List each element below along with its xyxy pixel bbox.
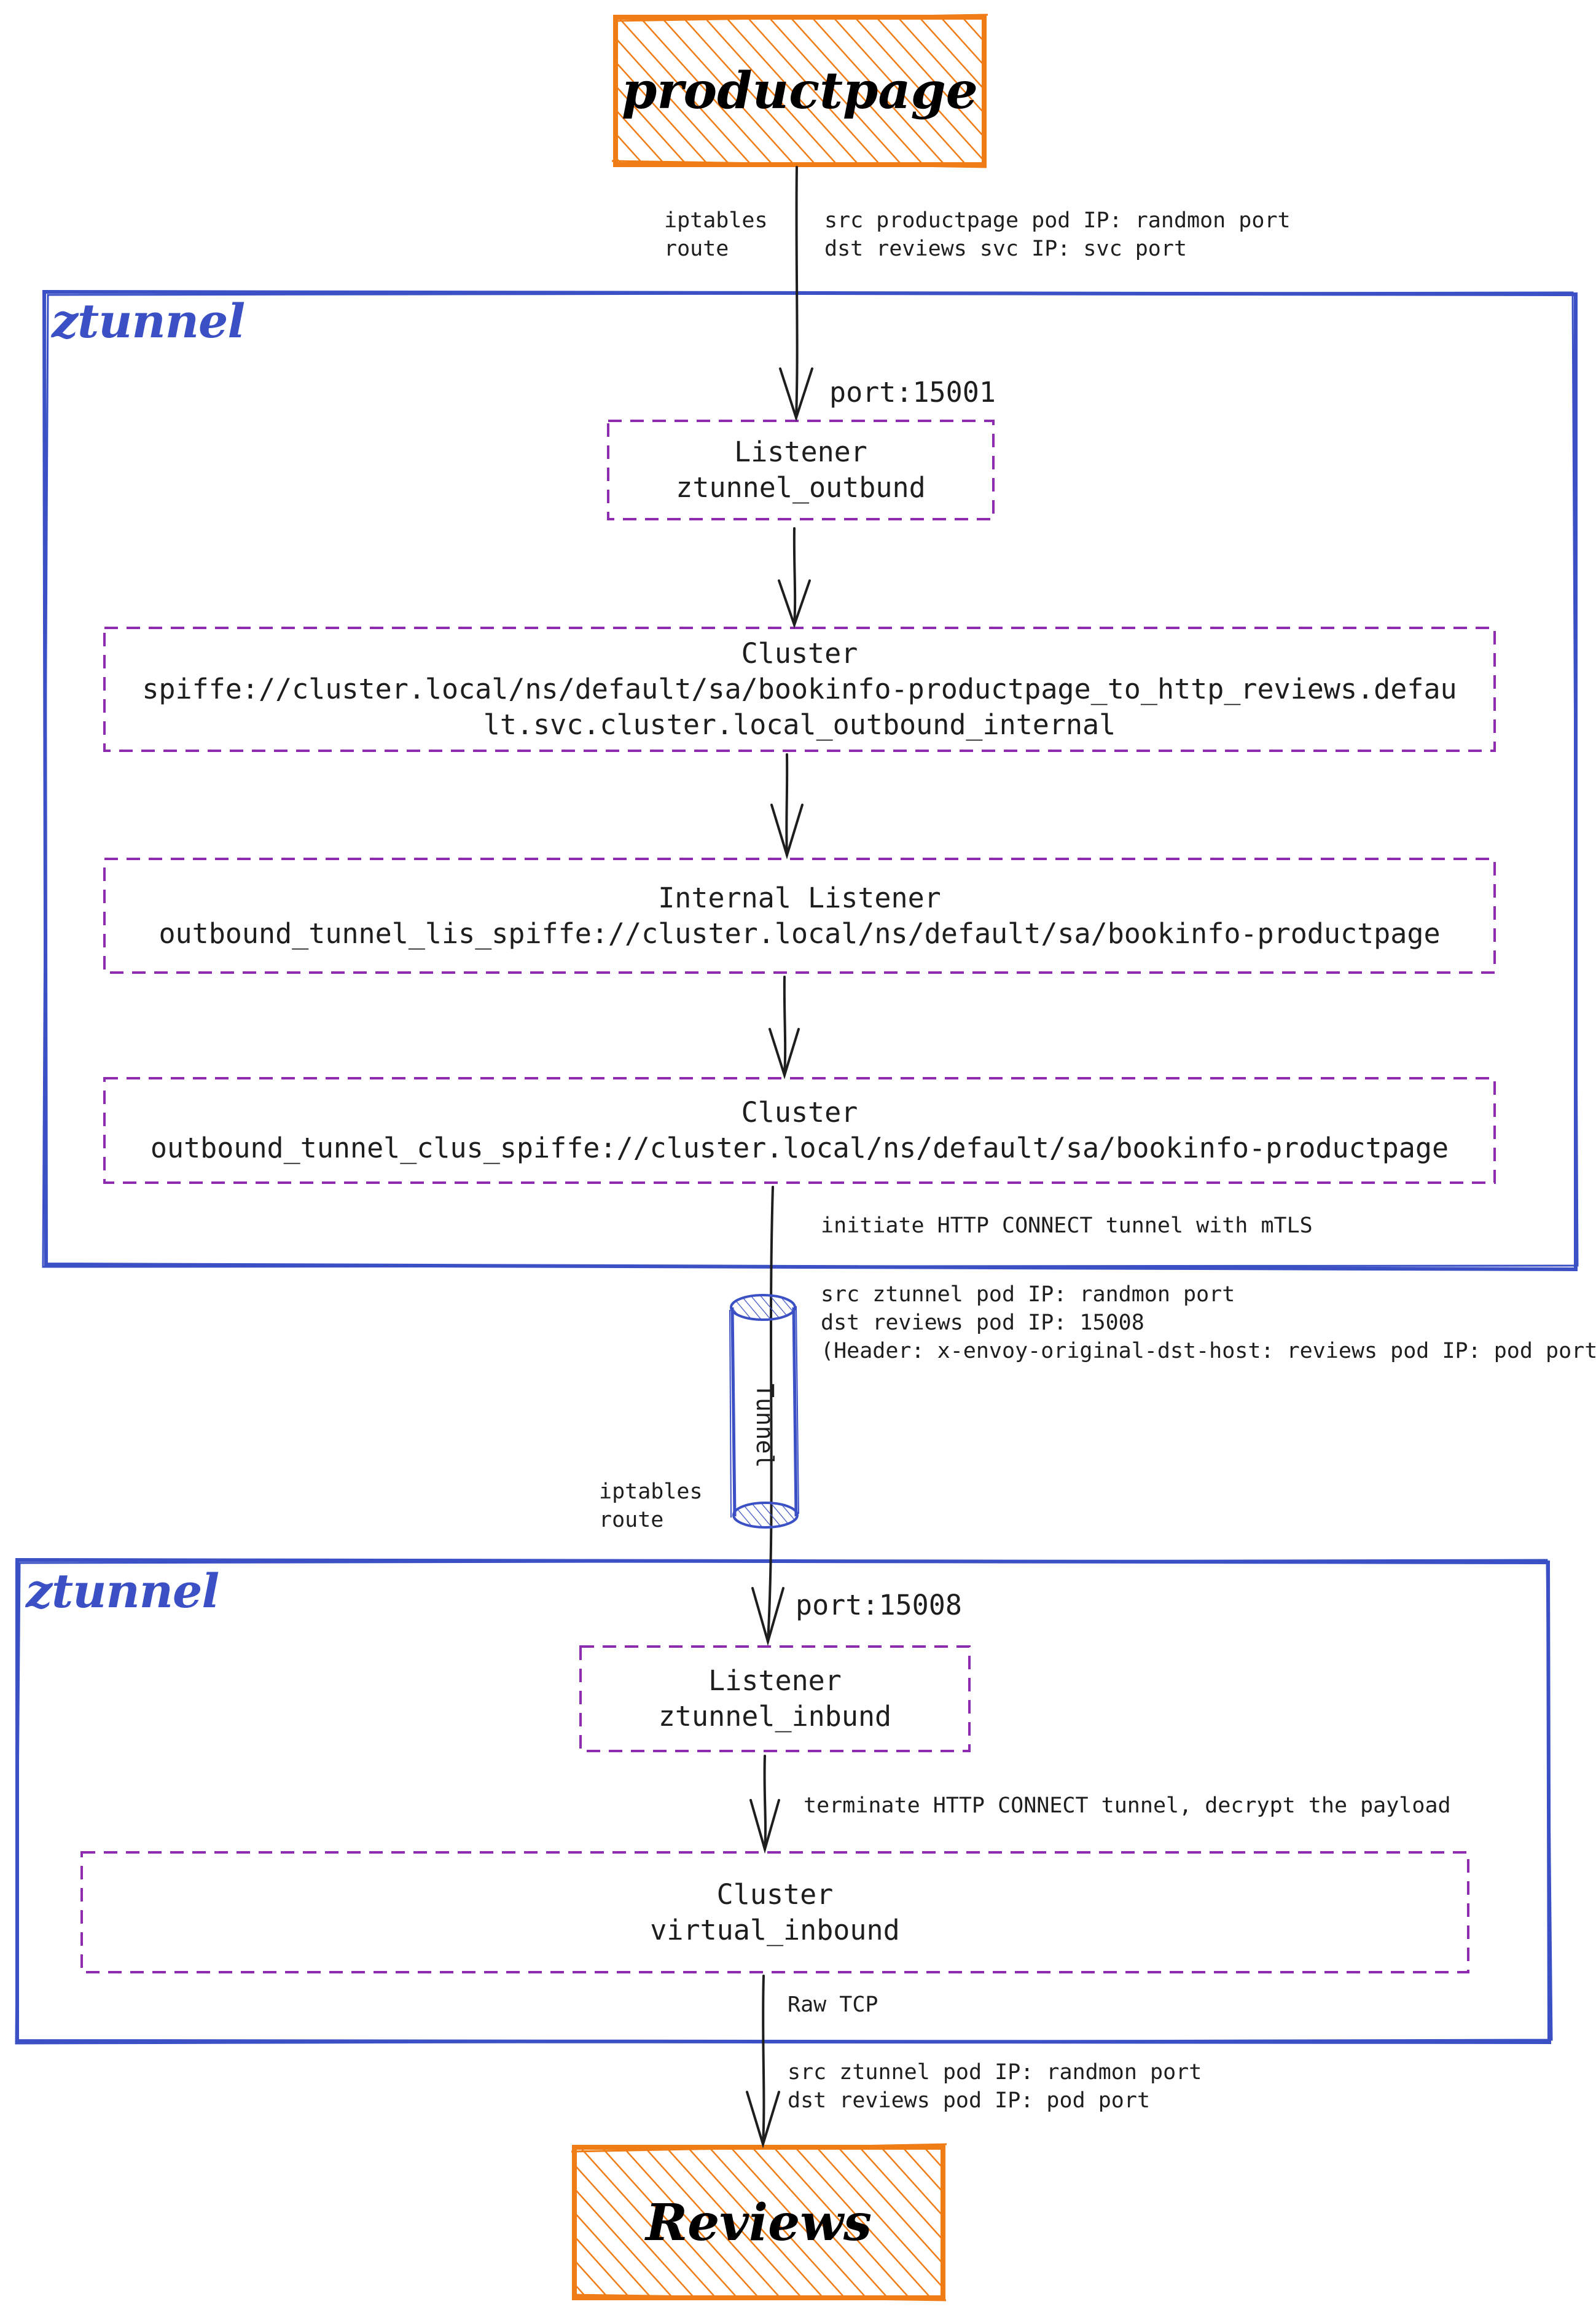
src-dst-bottom: src ztunnel pod IP: randmon port dst rev… — [788, 2058, 1202, 2115]
dest-ztunnel-boundary — [15, 1557, 1553, 2045]
terminate-tunnel-note: terminate HTTP CONNECT tunnel, decrypt t… — [804, 1793, 1451, 1818]
source-ztunnel-title: ztunnel — [52, 294, 245, 348]
dest-ztunnel-title: ztunnel — [26, 1564, 219, 1618]
dst-bottom: dst reviews pod IP: pod port — [788, 2088, 1151, 2113]
tunnel-info-note: src ztunnel pod IP: randmon port dst rev… — [821, 1280, 1596, 1365]
cluster-name-line1: spiffe://cluster.local/ns/default/sa/boo… — [142, 673, 1457, 705]
reviews-node: Reviews — [574, 2147, 943, 2298]
tunnel-dst: dst reviews pod IP: 15008 — [821, 1310, 1144, 1335]
cluster-spiffe-outbound-internal: Cluster spiffe://cluster.local/ns/defaul… — [104, 628, 1495, 751]
raw-tcp-note: Raw TCP — [788, 1992, 878, 2017]
cluster-name-line2: lt.svc.cluster.local_outbound_internal — [483, 708, 1116, 741]
listener-name: ztunnel_outbund — [676, 471, 926, 504]
reviews-label: Reviews — [645, 2193, 872, 2252]
tunnel-header: (Header: x-envoy-original-dst-host: revi… — [821, 1339, 1596, 1363]
internal-listener-name: outbound_tunnel_lis_spiffe://cluster.loc… — [158, 917, 1441, 950]
listener-ztunnel-inbund: Listener ztunnel_inbund — [581, 1647, 969, 1751]
outbound-port-label: port:15001 — [829, 376, 996, 409]
internal-listener-title: Internal Listener — [658, 881, 941, 914]
inbound-cluster-name: virtual_inbound — [650, 1913, 900, 1946]
cluster-outbound-tunnel: Cluster outbound_tunnel_clus_spiffe://cl… — [104, 1078, 1495, 1183]
iptables-top-line1: iptables — [664, 208, 768, 233]
inbound-port-label: port:15008 — [796, 1589, 962, 1621]
productpage-node-shape — [611, 14, 988, 168]
tunnel-src: src ztunnel pod IP: randmon port — [821, 1282, 1235, 1307]
src-top: src productpage pod IP: randmon port — [824, 208, 1291, 233]
productpage-label: productpage — [622, 61, 978, 120]
cluster-title: Cluster — [741, 637, 858, 670]
source-ztunnel-boundary — [42, 289, 1579, 1272]
iptables-route-top: iptables route — [664, 206, 768, 263]
inbound-listener-title: Listener — [708, 1664, 842, 1697]
src-dst-top: src productpage pod IP: randmon port dst… — [824, 206, 1291, 263]
listener-title: Listener — [734, 436, 867, 468]
internal-listener-outbound-tunnel: Internal Listener outbound_tunnel_lis_sp… — [104, 859, 1495, 973]
dst-top: dst reviews svc IP: svc port — [824, 237, 1187, 261]
productpage-node: productpage — [616, 17, 984, 165]
iptables-route-bottom: iptables route — [599, 1478, 703, 1534]
reviews-node-shape — [571, 2143, 947, 2301]
iptables-top-line2: route — [664, 237, 729, 261]
src-bottom: src ztunnel pod IP: randmon port — [788, 2060, 1202, 2085]
iptables-bottom-line2: route — [599, 1508, 664, 1532]
tunnel-cluster-title: Cluster — [741, 1096, 858, 1129]
inbound-cluster-title: Cluster — [716, 1878, 834, 1911]
tunnel-cluster-name: outbound_tunnel_clus_spiffe://cluster.lo… — [150, 1132, 1449, 1164]
flow-arrows — [746, 166, 813, 2149]
cluster-virtual-inbound: Cluster virtual_inbound — [82, 1852, 1468, 1972]
inbound-listener-name: ztunnel_inbund — [658, 1700, 892, 1733]
iptables-bottom-line1: iptables — [599, 1479, 703, 1504]
initiate-tunnel-note: initiate HTTP CONNECT tunnel with mTLS — [821, 1213, 1313, 1238]
tunnel-label: Tunnel — [751, 1384, 778, 1468]
tunnel-cylinder — [729, 1294, 799, 1529]
listener-ztunnel-outbund: Listener ztunnel_outbund — [608, 421, 993, 519]
dashed-component-boxes — [80, 420, 1496, 1973]
